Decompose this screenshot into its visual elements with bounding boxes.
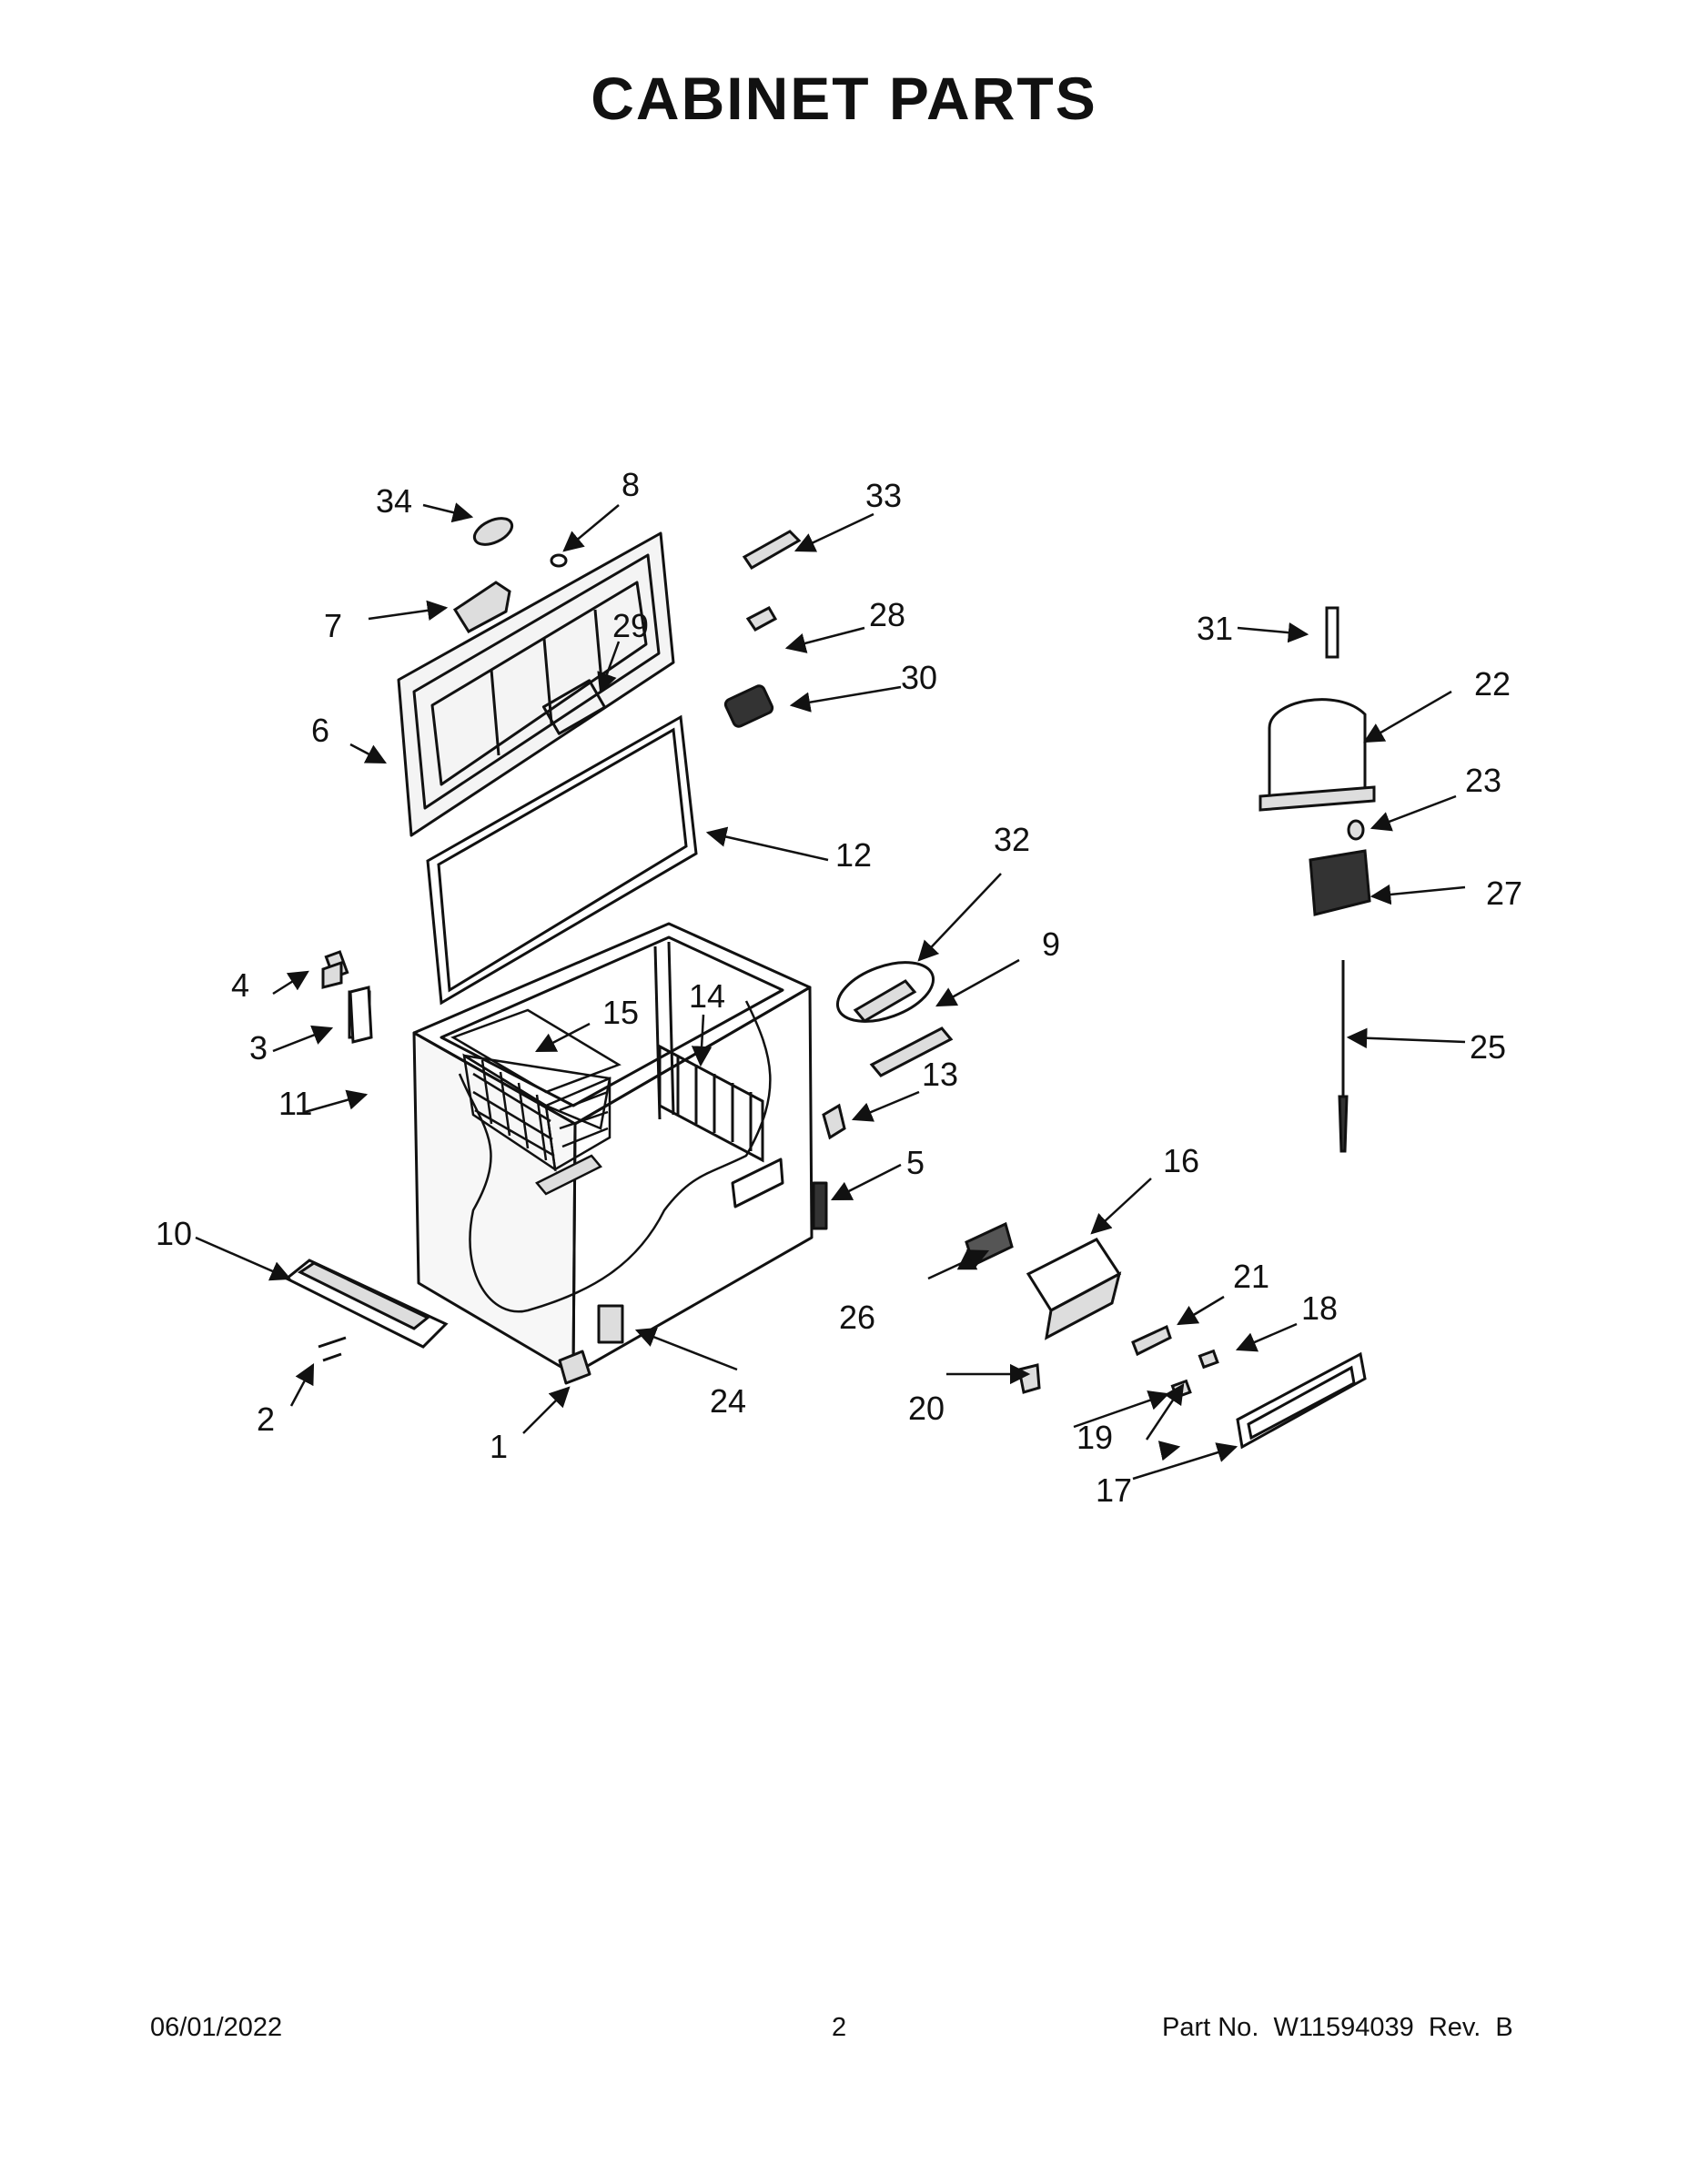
compressor-parts bbox=[1258, 606, 1376, 1153]
control-housing-face bbox=[1045, 1271, 1122, 1340]
callout-7: 7 bbox=[324, 607, 342, 644]
drain-plug bbox=[853, 979, 917, 1023]
callout-17: 17 bbox=[1096, 1471, 1132, 1509]
callout-19: 19 bbox=[1076, 1419, 1113, 1456]
cabinet-side-vent bbox=[812, 1181, 828, 1230]
liner-divider bbox=[667, 941, 675, 1116]
footer-part-number: Part No. W11594039 Rev. B bbox=[1162, 2013, 1513, 2042]
control-bracket bbox=[1131, 1324, 1172, 1357]
lid-panel bbox=[541, 679, 607, 735]
callout-12: 12 bbox=[835, 836, 872, 874]
callout-25: 25 bbox=[1470, 1028, 1506, 1066]
callout-3: 3 bbox=[249, 1029, 268, 1067]
lid-accessories bbox=[723, 530, 802, 728]
left-parts bbox=[284, 960, 449, 1362]
lid-switch bbox=[745, 606, 778, 632]
callout-20: 20 bbox=[908, 1390, 945, 1427]
divider bbox=[658, 1044, 764, 1163]
handle-cover bbox=[472, 517, 514, 546]
callout-28: 28 bbox=[869, 596, 905, 633]
lid-inner-frame bbox=[412, 553, 661, 810]
cabinet-leveling-leg bbox=[558, 1350, 591, 1385]
lid-assembly bbox=[397, 531, 675, 837]
indicator-light bbox=[1198, 1349, 1219, 1370]
light-socket bbox=[822, 1103, 846, 1140]
callout-labels: 1 2 3 4 5 6 7 8 9 10 11 12 13 14 15 16 1… bbox=[156, 466, 1522, 1509]
lid-bumper bbox=[550, 553, 568, 568]
callout-31: 31 bbox=[1197, 610, 1233, 647]
relay-overload bbox=[1309, 849, 1371, 916]
callout-13: 13 bbox=[922, 1056, 958, 1093]
light-assembly bbox=[723, 684, 774, 728]
callout-4: 4 bbox=[231, 966, 249, 1004]
compressor-base bbox=[1258, 785, 1376, 812]
cabinet-hinge-bracket bbox=[597, 1304, 624, 1344]
callout-16: 16 bbox=[1163, 1142, 1199, 1179]
footer-date: 06/01/2022 bbox=[150, 2013, 283, 2042]
callout-11: 11 bbox=[278, 1085, 312, 1122]
filter-drier bbox=[1325, 606, 1339, 659]
callout-5: 5 bbox=[906, 1144, 925, 1181]
callout-26: 26 bbox=[839, 1299, 875, 1336]
lid-rib bbox=[490, 669, 500, 756]
control-parts bbox=[822, 961, 1367, 1450]
callout-18: 18 bbox=[1301, 1289, 1338, 1327]
grommet bbox=[1347, 819, 1365, 841]
lid-gasket bbox=[426, 714, 698, 1006]
callout-14: 14 bbox=[689, 977, 725, 1015]
basket bbox=[450, 1008, 622, 1196]
callout-23: 23 bbox=[1465, 762, 1501, 799]
screw bbox=[318, 1336, 347, 1362]
lid-rib bbox=[542, 638, 553, 724]
footer-page-number: 2 bbox=[832, 2013, 847, 2042]
cabinet bbox=[412, 922, 828, 1385]
compressor bbox=[1268, 698, 1367, 807]
callout-24: 24 bbox=[710, 1382, 746, 1420]
callout-30: 30 bbox=[901, 659, 937, 696]
control-panel bbox=[1236, 1351, 1367, 1450]
callout-9: 9 bbox=[1042, 925, 1060, 963]
hinge-spring bbox=[321, 960, 343, 989]
hinge-cover-2 bbox=[349, 986, 373, 1044]
base-plate-rails bbox=[298, 1261, 430, 1330]
callout-21: 21 bbox=[1233, 1258, 1269, 1295]
drain-cap bbox=[869, 1026, 954, 1077]
page-title: CABINET PARTS bbox=[591, 65, 1097, 132]
callout-29: 29 bbox=[612, 607, 649, 644]
lid-inner-liner bbox=[430, 581, 648, 786]
cabinet-label bbox=[731, 1158, 784, 1208]
callout-34: 34 bbox=[376, 482, 412, 520]
thermostat-knob bbox=[1017, 1363, 1041, 1394]
callout-27: 27 bbox=[1486, 875, 1522, 912]
cabinet-liner-cutaway bbox=[458, 1000, 772, 1313]
callout-2: 2 bbox=[257, 1400, 275, 1438]
lid-outer-frame bbox=[397, 531, 675, 837]
callout-8: 8 bbox=[622, 466, 640, 503]
callout-1: 1 bbox=[490, 1428, 508, 1465]
callout-22: 22 bbox=[1474, 665, 1511, 703]
lid-handle bbox=[452, 581, 511, 633]
basket-handle bbox=[535, 1154, 602, 1196]
lid-trim bbox=[742, 530, 802, 571]
cabinet-top-rim bbox=[412, 922, 812, 1126]
callout-32: 32 bbox=[994, 821, 1030, 858]
leader-lines bbox=[195, 502, 1466, 1481]
callout-10: 10 bbox=[156, 1215, 192, 1252]
callout-15: 15 bbox=[602, 994, 639, 1031]
callout-6: 6 bbox=[311, 712, 329, 749]
callout-33: 33 bbox=[865, 477, 902, 514]
